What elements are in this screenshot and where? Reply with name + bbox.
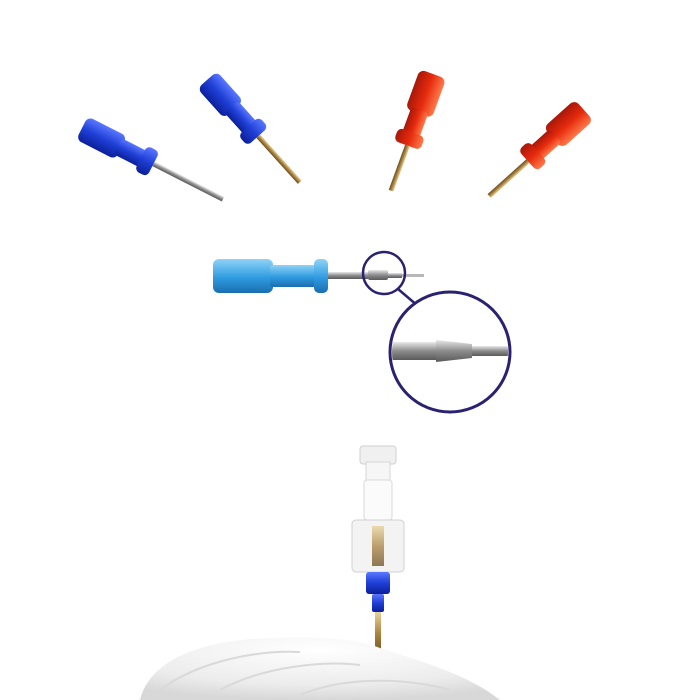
magnifier-inset bbox=[361, 250, 512, 414]
blue-probe-2 bbox=[199, 73, 302, 184]
blue-probe-1 bbox=[78, 118, 225, 202]
cyan-probe-horizontal bbox=[213, 259, 424, 293]
red-probe-2 bbox=[487, 102, 591, 198]
red-probe-1 bbox=[388, 70, 445, 192]
implanted-cannula-assembly bbox=[351, 445, 405, 656]
animal-head bbox=[140, 637, 500, 700]
